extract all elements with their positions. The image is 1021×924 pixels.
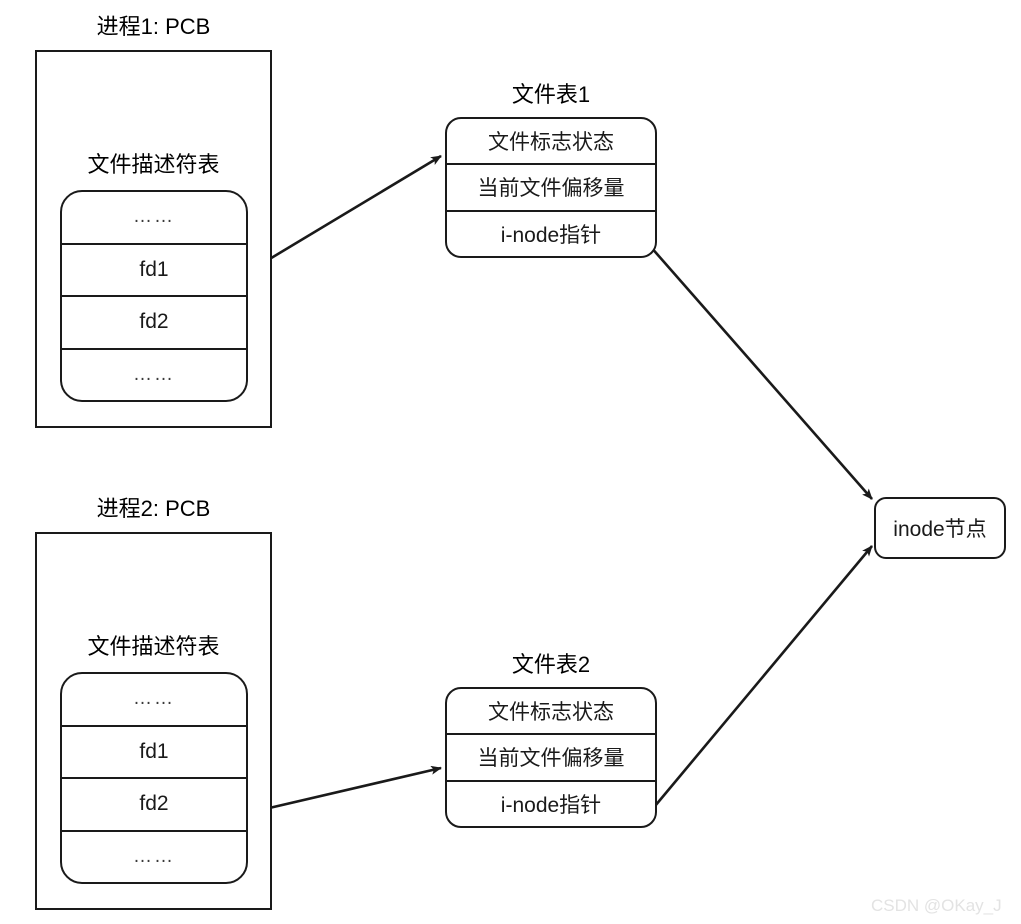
fd-row-fd2: fd2 (62, 297, 246, 350)
fd-row-fd2: fd2 (62, 779, 246, 832)
file-table-1-caption: 文件表1 (511, 82, 591, 107)
file-table-2-row-inode-pointer: i-node指针 (500, 793, 602, 817)
file-table-1-row-flags: 文件标志状态 (447, 119, 655, 166)
process-1-caption: 进程1: PCB (96, 14, 211, 39)
arrow-fd2-to-file-table-2 (247, 765, 442, 815)
arrow-fd1-to-file-table-1 (247, 154, 442, 274)
file-table-1-row-offset: 当前文件偏移量 (447, 165, 655, 212)
inode-node-box: inode节点 (874, 497, 1006, 559)
file-table-1: 文件标志状态 当前文件偏移量 i-node指针 (445, 117, 657, 258)
arrow-file-table-1-to-inode (649, 245, 873, 500)
process-2-fd-table-caption: 文件描述符表 (87, 634, 220, 659)
file-table-2-row-flags: 文件标志状态 (447, 689, 655, 736)
process-1-fd-table-caption: 文件描述符表 (87, 152, 220, 177)
fd-row-ellipsis-bottom: …… (133, 845, 175, 867)
process-2-caption: 进程2: PCB (96, 496, 211, 521)
file-table-1-row-inode-pointer: i-node指针 (500, 223, 602, 247)
file-table-2: 文件标志状态 当前文件偏移量 i-node指针 (445, 687, 657, 828)
fd-row-ellipsis-top: …… (62, 674, 246, 727)
csdn-watermark: CSDN @OKay_J (871, 896, 1002, 915)
fd-row-fd1: fd1 (62, 245, 246, 297)
fd-row-ellipsis-top: …… (62, 192, 246, 245)
fd-row-fd1: fd1 (62, 727, 246, 779)
fd-row-ellipsis-bottom: …… (133, 363, 175, 385)
file-table-2-caption: 文件表2 (511, 652, 591, 677)
process-2-fd-table: …… fd1 fd2 …… (60, 672, 248, 884)
arrow-file-table-2-to-inode (649, 545, 873, 813)
process-1-fd-table: …… fd1 fd2 …… (60, 190, 248, 402)
file-table-2-row-offset: 当前文件偏移量 (447, 735, 655, 782)
